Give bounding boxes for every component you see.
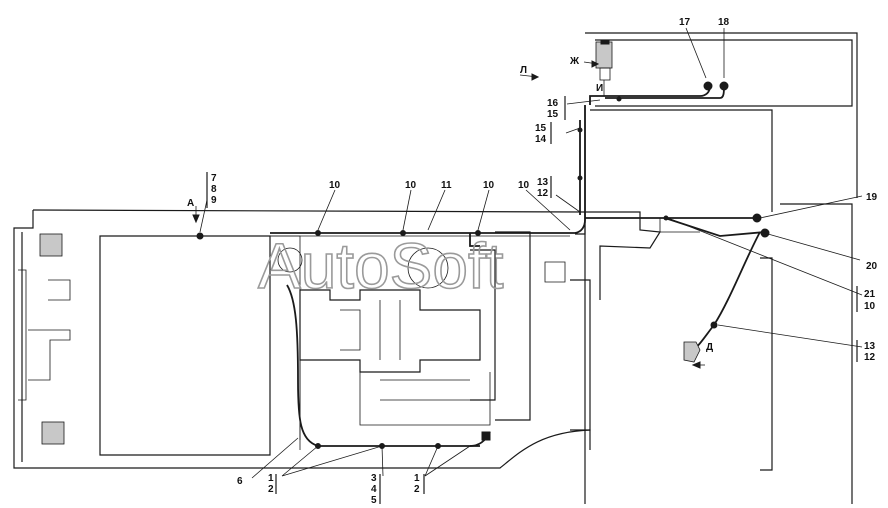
callout-12-lower: 12 xyxy=(864,352,876,363)
arrow-zh-icon xyxy=(591,60,600,68)
reservoir-assembly xyxy=(595,39,613,96)
callout-10-right: 10 xyxy=(864,301,876,312)
callout-17: 17 xyxy=(679,17,691,28)
callout-15-top: 15 xyxy=(547,109,559,120)
callout-labels: 17 18 16 15 15 14 13 12 19 20 21 10 13 1… xyxy=(211,17,878,506)
watermark: AutoSoft xyxy=(258,230,504,302)
callout-19: 19 xyxy=(866,192,878,203)
connectors xyxy=(196,81,770,449)
callout-12-upper: 12 xyxy=(537,188,549,199)
frame-left-details xyxy=(18,233,71,445)
callout-7: 7 xyxy=(211,173,217,184)
callout-14: 14 xyxy=(535,134,547,145)
callout-18: 18 xyxy=(718,17,730,28)
callout-10-2: 10 xyxy=(405,180,417,191)
view-arrows xyxy=(192,60,701,369)
arrow-a-icon xyxy=(192,214,200,224)
engine-block xyxy=(277,231,591,431)
callout-11: 11 xyxy=(441,180,452,191)
callout-8: 8 xyxy=(211,184,217,195)
callout-3: 3 xyxy=(371,473,377,484)
leader-lines xyxy=(195,27,863,504)
view-letter-i: И xyxy=(596,83,603,94)
callout-1-right: 1 xyxy=(414,473,420,484)
callout-5: 5 xyxy=(371,495,377,506)
cab-outline xyxy=(584,32,858,504)
callout-4: 4 xyxy=(371,484,377,495)
view-letter-zh: Ж xyxy=(569,56,580,67)
callout-2-right: 2 xyxy=(414,484,420,495)
callout-15: 15 xyxy=(535,123,547,134)
callout-6: 6 xyxy=(237,476,243,487)
callout-1-left: 1 xyxy=(268,473,274,484)
callout-10-4: 10 xyxy=(518,180,530,191)
view-letter-d: Д xyxy=(706,342,713,353)
arrow-d-icon xyxy=(691,361,701,369)
callout-16: 16 xyxy=(547,98,559,109)
callout-20: 20 xyxy=(866,261,878,272)
arrow-l-icon xyxy=(531,73,540,81)
view-letter-l: Л xyxy=(520,65,527,76)
view-letter-a: А xyxy=(187,198,194,209)
callout-9: 9 xyxy=(211,195,217,206)
callout-2-left: 2 xyxy=(268,484,274,495)
callout-10-1: 10 xyxy=(329,180,341,191)
callout-13-lower: 13 xyxy=(864,341,876,352)
callout-21: 21 xyxy=(864,289,876,300)
callout-10-3: 10 xyxy=(483,180,495,191)
callout-13-upper: 13 xyxy=(537,177,549,188)
view-letters: А Л Ж И Д xyxy=(187,56,713,353)
